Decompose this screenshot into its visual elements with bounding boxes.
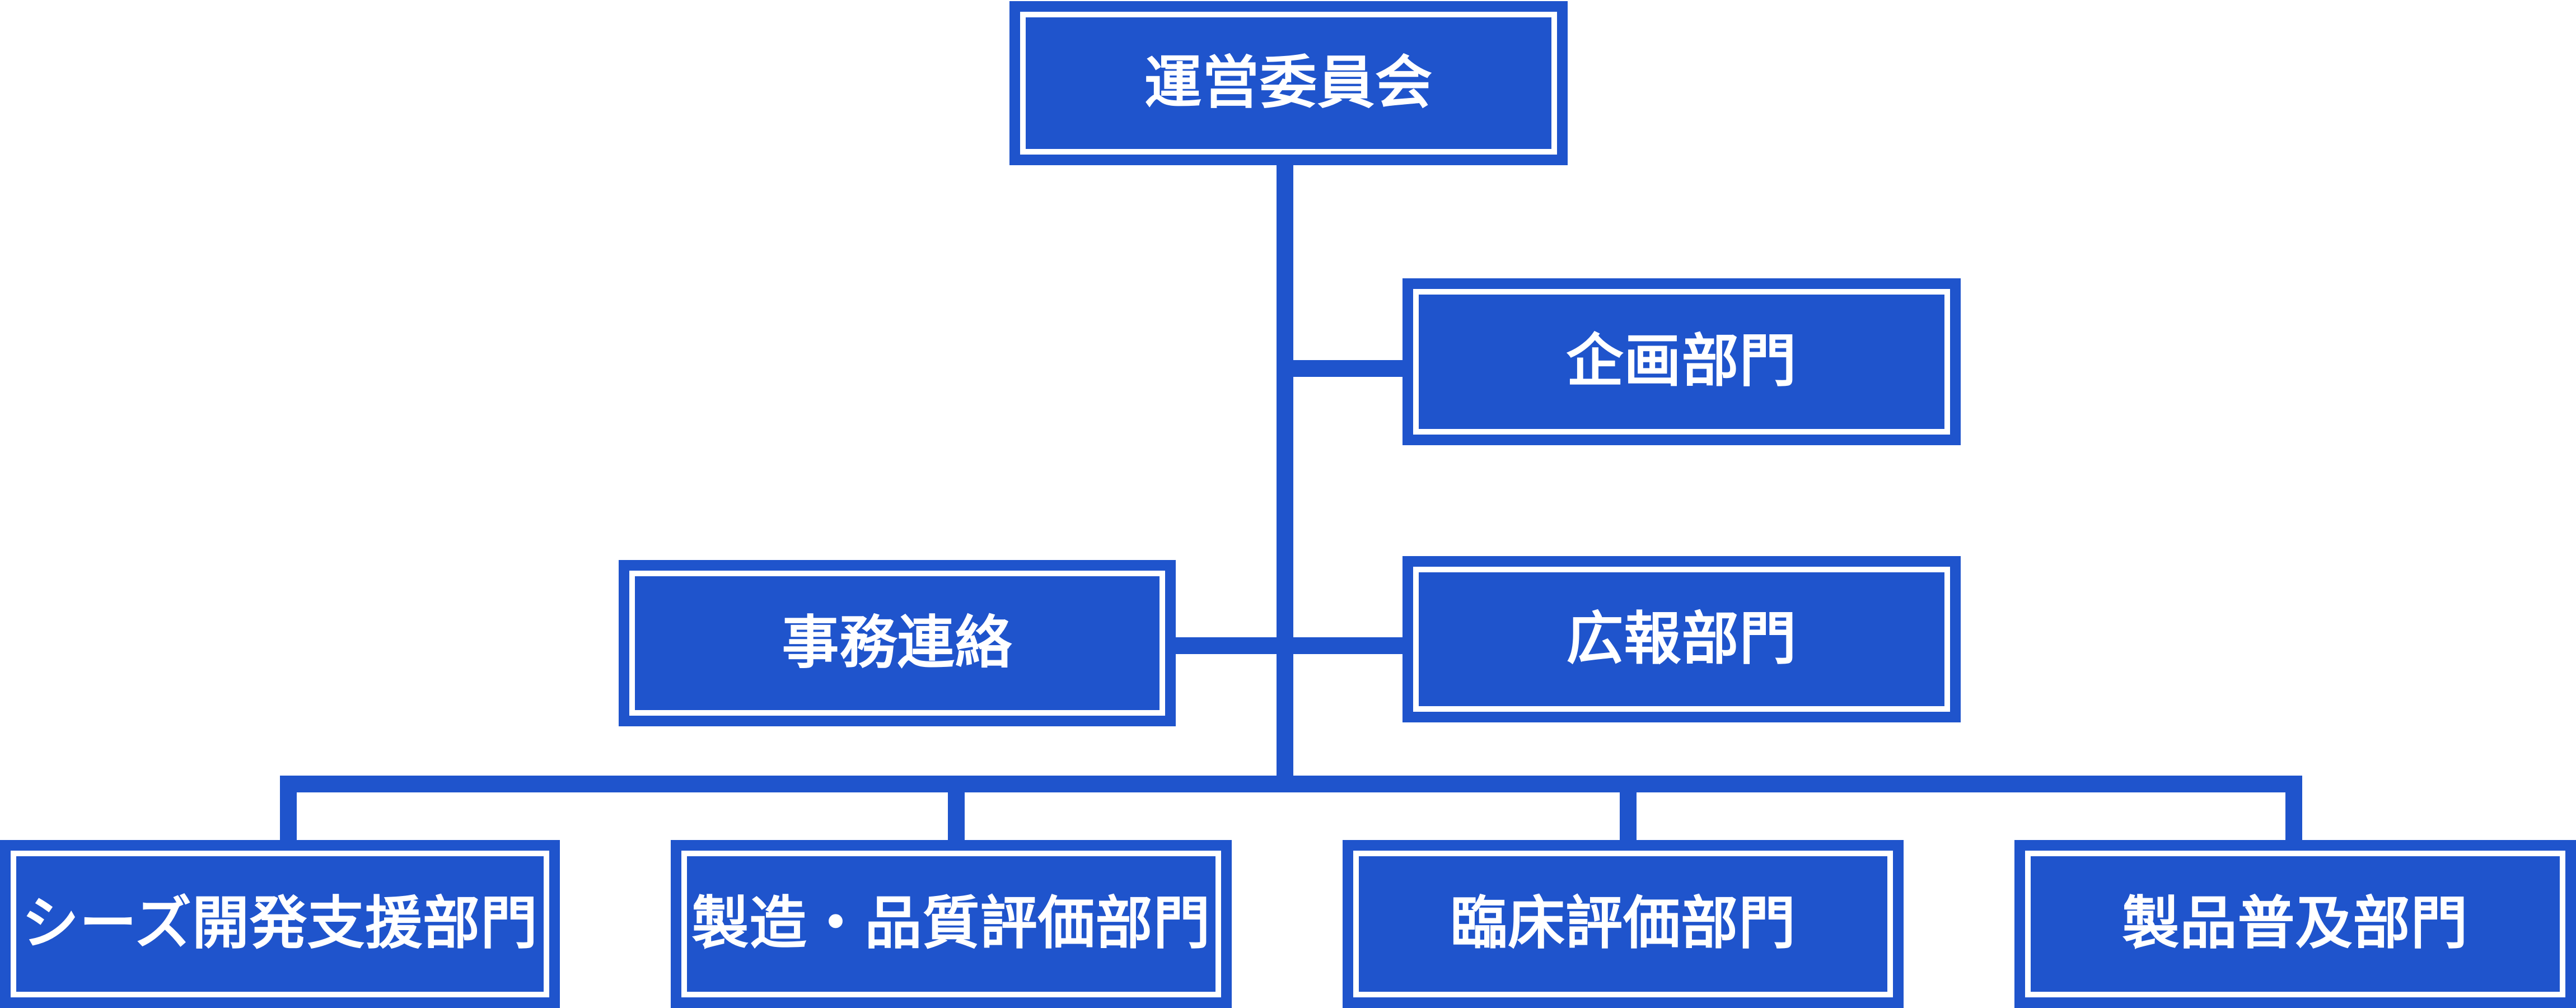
org-box-label: 製品普及部門 (2122, 890, 2469, 957)
org-box-clinical-evaluation: 臨床評価部門 (1343, 840, 1904, 1008)
connector-horizontal-bus (280, 776, 2302, 792)
org-box-frame: 事務連絡 (629, 571, 1165, 716)
org-box-frame: 企画部門 (1413, 289, 1950, 435)
connector-drop-diffusion (2285, 776, 2302, 843)
org-box-label: 事務連絡 (782, 609, 1013, 676)
org-box-frame: 運営委員会 (1020, 12, 1557, 155)
org-box-liaison: 事務連絡 (619, 560, 1176, 726)
org-box-label: 広報部門 (1566, 605, 1797, 673)
connector-drop-manufacturing (948, 776, 965, 843)
org-box-label: 企画部門 (1566, 328, 1797, 395)
connector-planning (1285, 360, 1402, 377)
org-box-public-relations: 広報部門 (1402, 556, 1961, 722)
org-box-frame: 臨床評価部門 (1353, 851, 1893, 997)
connector-liaison (1176, 637, 1285, 654)
org-box-seeds-development: シーズ開発支援部門 (0, 840, 560, 1008)
org-box-steering-committee: 運営委員会 (1009, 1, 1568, 165)
org-box-label: シーズ開発支援部門 (22, 890, 538, 957)
org-box-label: 製造・品質評価部門 (691, 890, 1211, 957)
org-box-frame: 広報部門 (1413, 567, 1950, 712)
org-box-frame: 製品普及部門 (2025, 851, 2565, 997)
connector-pr (1285, 637, 1402, 654)
org-box-frame: シーズ開発支援部門 (11, 851, 549, 997)
org-box-label: 運営委員会 (1144, 49, 1433, 116)
connector-drop-clinical (1620, 776, 1637, 843)
org-box-manufacturing-quality: 製造・品質評価部門 (671, 840, 1232, 1008)
org-box-frame: 製造・品質評価部門 (681, 851, 1221, 997)
org-box-planning: 企画部門 (1402, 278, 1961, 445)
connector-drop-seeds (280, 776, 297, 843)
connector-trunk (1277, 165, 1293, 781)
org-box-label: 臨床評価部門 (1450, 890, 1796, 957)
org-box-product-diffusion: 製品普及部門 (2014, 840, 2576, 1008)
